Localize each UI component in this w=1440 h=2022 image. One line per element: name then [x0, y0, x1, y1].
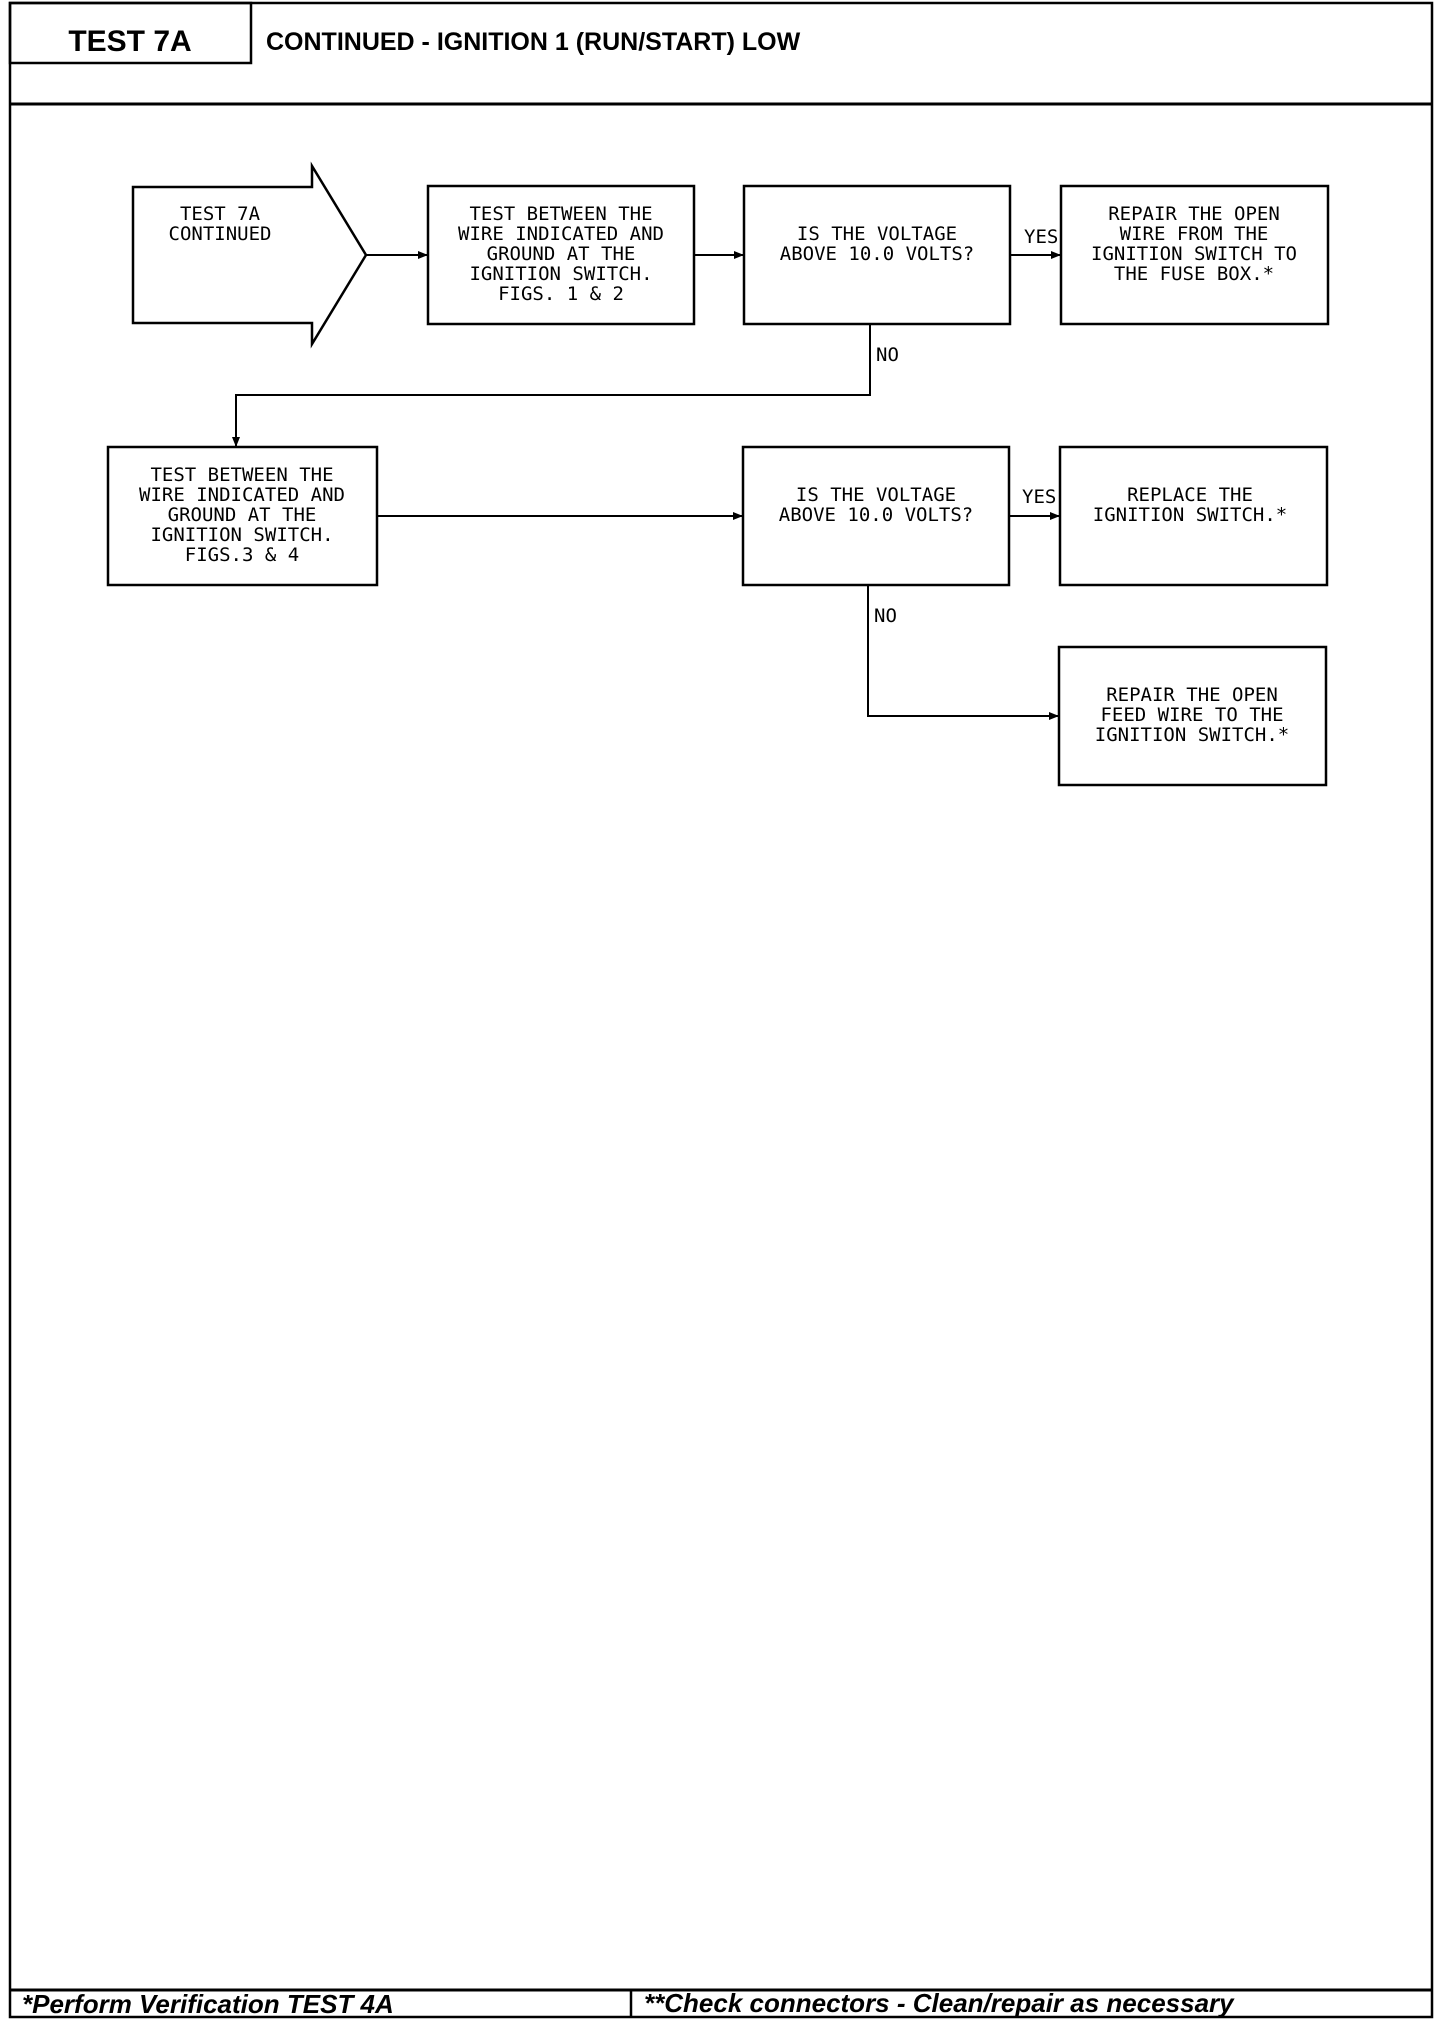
box-text-line: FEED WIRE TO THE: [1100, 704, 1283, 726]
box-text-line: GROUND AT THE: [487, 243, 636, 265]
box-text-line: IGNITION SWITCH TO: [1091, 243, 1297, 265]
box-text-line: IS THE VOLTAGE: [797, 223, 957, 245]
box-text-line: IGNITION SWITCH.*: [1095, 724, 1289, 746]
header-test-label: TEST 7A: [68, 25, 191, 58]
footer-right-note: **Check connectors - Clean/repair as nec…: [644, 1988, 1235, 2018]
box-text-line: FIGS. 1 & 2: [498, 283, 624, 305]
box-text-line: REPAIR THE OPEN: [1106, 684, 1278, 706]
label-yes-1: YES: [1024, 226, 1058, 248]
header-title: CONTINUED - IGNITION 1 (RUN/START) LOW: [266, 28, 801, 56]
connectors: [232, 251, 1061, 720]
box-text-line: IS THE VOLTAGE: [796, 484, 956, 506]
box-text-line: REPLACE THE: [1127, 484, 1253, 506]
box-text-line: REPAIR THE OPEN: [1108, 203, 1280, 225]
box-text-line: TEST BETWEEN THE: [150, 464, 333, 486]
box-text-line: WIRE FROM THE: [1120, 223, 1269, 245]
start-arrow-shape: [131, 161, 368, 349]
box-text-line: IGNITION SWITCH.: [469, 263, 652, 285]
result3-box: [1057, 645, 1328, 787]
box-text-line: ABOVE 10.0 VOLTS?: [779, 504, 973, 526]
header-test-label-box: [8, 1, 253, 65]
box-text-line: THE FUSE BOX.*: [1114, 263, 1274, 285]
step2-box: [106, 445, 379, 587]
box-text-line: TEST BETWEEN THE: [469, 203, 652, 225]
box-text-line: FIGS.3 & 4: [185, 544, 299, 566]
page-frame: [8, 1, 1434, 2019]
box-text-line: WIRE INDICATED AND: [458, 223, 664, 245]
decision1-box: [742, 184, 1012, 326]
box-text-line: ABOVE 10.0 VOLTS?: [780, 243, 974, 265]
connector-decision2-no: [867, 585, 1059, 720]
box-text-line: GROUND AT THE: [168, 504, 317, 526]
header: TEST 7A CONTINUED - IGNITION 1 (RUN/STAR…: [8, 1, 1432, 106]
footer-left-note: *Perform Verification TEST 4A: [22, 1989, 394, 2019]
label-no-2: NO: [874, 605, 897, 627]
box-text-line: IGNITION SWITCH.: [150, 524, 333, 546]
result1-box: [1059, 184, 1330, 326]
decision2-box: [741, 445, 1011, 587]
label-no-1: NO: [876, 344, 899, 366]
box-text-line: CONTINUED: [169, 223, 272, 245]
box-text-line: WIRE INDICATED AND: [139, 484, 345, 506]
box-text-line: TEST 7A: [180, 203, 261, 225]
footer: *Perform Verification TEST 4A **Check co…: [10, 1988, 1432, 2019]
result2-box: [1058, 445, 1329, 587]
connector-decision1-no: [232, 324, 871, 447]
step1-box: [426, 184, 696, 326]
box-text-line: IGNITION SWITCH.*: [1093, 504, 1287, 526]
label-yes-2: YES: [1022, 486, 1056, 508]
